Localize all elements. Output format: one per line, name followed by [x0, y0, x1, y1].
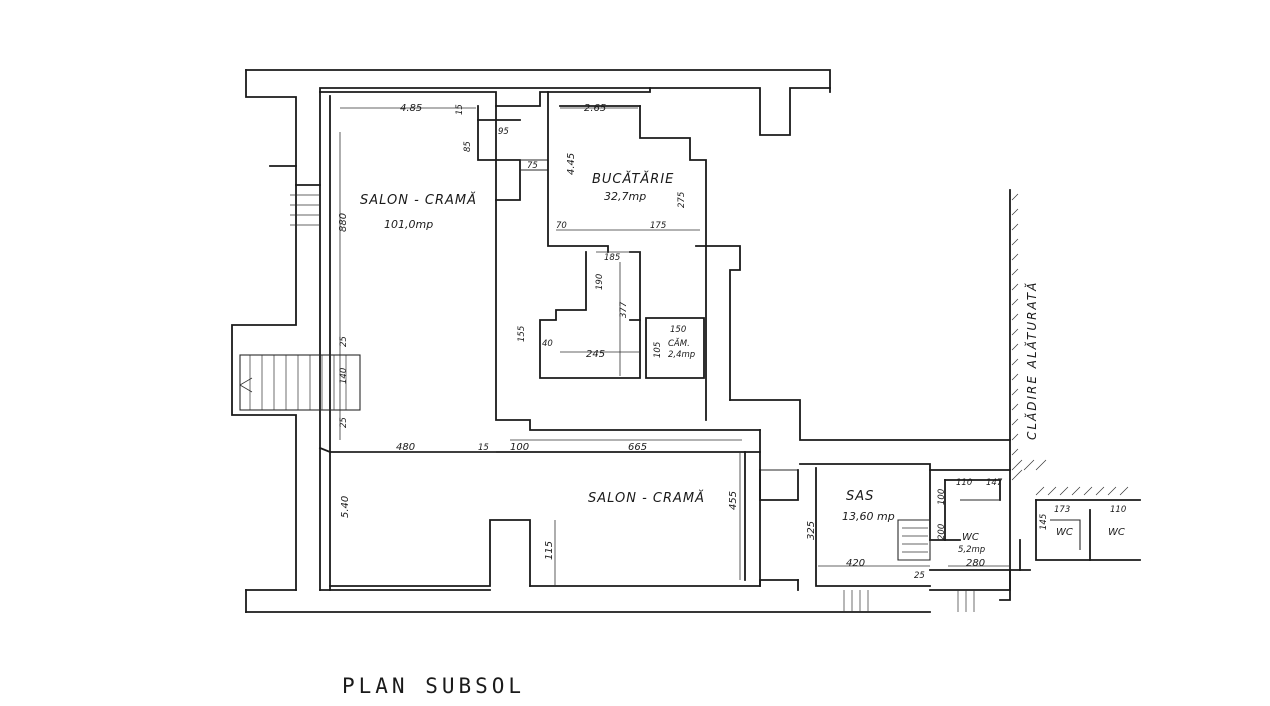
dim-label: 40 [542, 339, 553, 349]
dim-label: 665 [628, 442, 647, 453]
dim-label: 25 [339, 417, 349, 428]
dim-label: 110 [1110, 505, 1126, 515]
stairs-bottom [843, 527, 975, 612]
dim-label: 175 [650, 221, 666, 231]
dim-label: 100 [937, 489, 947, 505]
dim-label: 150 [670, 325, 686, 335]
dim-label: 455 [728, 491, 739, 510]
dim-label: 173 [1054, 505, 1070, 515]
dim-label: 200 [937, 524, 947, 540]
room-name-bucatarie: BUCĂTĂRIE [592, 171, 674, 187]
dim-label: 25 [914, 571, 925, 581]
dim-label: 275 [677, 192, 687, 208]
dim-label: 480 [396, 442, 415, 453]
stairs-left [239, 354, 361, 411]
dim-label: 4.85 [400, 103, 422, 114]
dim-label: 15 [478, 443, 489, 453]
room-name-salon-bottom: SALON - CRAMĂ [588, 490, 705, 506]
room-name-sas: SAS [846, 489, 874, 504]
dim-label: 105 [653, 342, 663, 358]
dim-label: 145 [1039, 514, 1049, 530]
dim-label: 377 [619, 301, 629, 318]
room-name-wc-main: WC [962, 532, 979, 543]
dim-label: 880 [338, 213, 349, 232]
dim-label: 4.45 [566, 153, 577, 175]
dim-label: 110 [956, 478, 972, 488]
dim-label: 2.65 [584, 103, 606, 114]
dim-label: 280 [966, 558, 985, 569]
adjacent-building-hatch [1011, 193, 1129, 496]
dim-label: 140 [339, 368, 349, 384]
dim-label: 147 [986, 478, 1003, 488]
interior-walls [318, 91, 1141, 601]
room-labels: SALON - CRAMĂ 101,0mp BUCĂTĂRIE 32,7mp C… [360, 171, 1125, 555]
plan-title: PLAN SUBSOL [342, 674, 525, 698]
dimension-labels: 4.85 15 2.65 95 85 75 4.45 275 880 70 17… [338, 103, 1126, 581]
room-name-salon-top: SALON - CRAMĂ [360, 192, 477, 208]
room-area-camara: 2,4mp [668, 350, 695, 360]
room-area-salon-top: 101,0mp [384, 218, 433, 231]
dim-label: 70 [556, 221, 567, 231]
dim-label: 25 [339, 336, 349, 347]
room-name-wc-b: WC [1108, 527, 1125, 538]
outer-walls [231, 69, 931, 613]
room-name-wc-a: WC [1056, 527, 1073, 538]
dim-label: 115 [544, 541, 555, 560]
dim-label: 85 [463, 141, 473, 152]
room-area-sas: 13,60 mp [842, 510, 895, 523]
dim-label: 155 [517, 326, 527, 342]
dim-label: 5.40 [340, 496, 351, 518]
adjacent-building-label: CLĂDIRE ALĂTURATĂ [1024, 281, 1039, 440]
room-area-bucatarie: 32,7mp [604, 190, 646, 203]
room-area-wc-main: 5,2mp [958, 545, 985, 555]
dim-label: 245 [586, 349, 605, 360]
dim-label: 95 [498, 127, 509, 137]
dim-label: 100 [510, 442, 529, 453]
dim-label: 15 [455, 104, 465, 115]
dim-label: 420 [846, 558, 865, 569]
dim-label: 325 [806, 521, 817, 540]
room-name-camara: CĂM. [668, 337, 690, 349]
dim-label: 185 [604, 253, 620, 263]
stairs-top-left [290, 194, 320, 226]
dim-label: 190 [595, 274, 605, 290]
dimension-lines [339, 107, 1010, 586]
dim-label: 75 [527, 161, 538, 171]
